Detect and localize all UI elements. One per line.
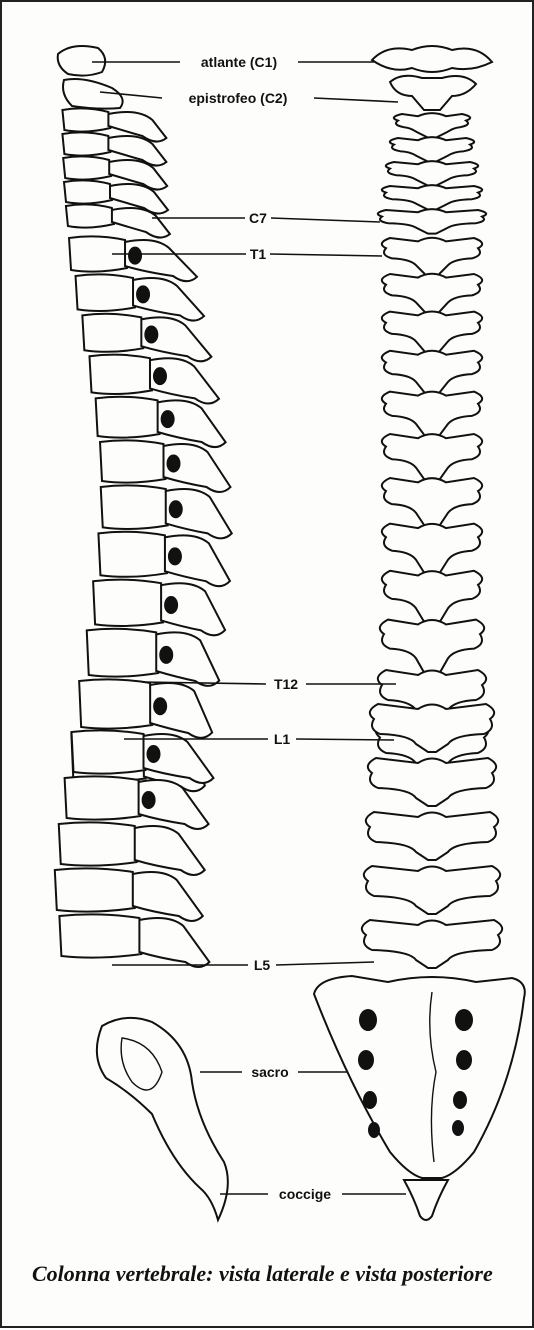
lateral-body-t4 bbox=[89, 355, 152, 394]
label-l5: L5 bbox=[254, 957, 271, 973]
label-atlas: atlante (C1) bbox=[201, 54, 277, 70]
label-coccyx: coccige bbox=[279, 1186, 331, 1202]
lateral-foramen-t1 bbox=[129, 248, 141, 264]
lateral-body-t10 bbox=[87, 629, 159, 677]
posterior-vertebra-l4 bbox=[364, 866, 500, 914]
sacral-foramen bbox=[457, 1051, 471, 1069]
sacrum-shape bbox=[314, 976, 525, 1178]
label-t12: T12 bbox=[274, 676, 298, 692]
lateral-foramen-l1 bbox=[148, 746, 160, 762]
posterior-vertebra-l3 bbox=[366, 812, 498, 860]
coccyx-shape-posterior bbox=[404, 1180, 448, 1220]
lateral-body-l2 bbox=[65, 776, 141, 819]
lateral-foramen-t6 bbox=[168, 455, 180, 471]
sacral-foramen bbox=[454, 1092, 466, 1108]
posterior-vertebra-t4 bbox=[382, 351, 482, 397]
lateral-body-l5 bbox=[59, 914, 141, 957]
lateral-body-t7 bbox=[101, 485, 168, 529]
leader-line-axis bbox=[314, 98, 398, 102]
lateral-body-c4 bbox=[62, 132, 110, 155]
lateral-body-t8 bbox=[98, 532, 166, 577]
lateral-body-l1 bbox=[72, 730, 146, 773]
sacrum-illustration bbox=[314, 976, 525, 1220]
lateral-body-c5 bbox=[63, 156, 111, 179]
leader-line-l5 bbox=[276, 962, 374, 965]
posterior-vertebra-t2 bbox=[382, 274, 482, 316]
lateral-body-t2 bbox=[76, 274, 136, 311]
lateral-foramen-t4 bbox=[154, 368, 166, 384]
lateral-sacrum bbox=[97, 1018, 228, 1220]
posterior-vertebra-t6 bbox=[382, 434, 482, 485]
posterior-vertebra-c3 bbox=[394, 113, 470, 138]
label-t1: T1 bbox=[250, 246, 267, 262]
figure-caption: Colonna vertebrale: vista laterale e vis… bbox=[32, 1260, 512, 1287]
lateral-body-t5 bbox=[96, 397, 160, 438]
posterior-vertebra-t1 bbox=[382, 238, 482, 278]
label-c7: C7 bbox=[249, 210, 267, 226]
posterior-atlas bbox=[372, 46, 492, 72]
lateral-body-c6 bbox=[64, 180, 112, 203]
posterior-vertebra-t3 bbox=[382, 311, 482, 355]
lateral-view bbox=[55, 46, 232, 1220]
leader-line-c7 bbox=[271, 218, 380, 222]
lateral-body-t3 bbox=[82, 314, 143, 352]
lateral-body-c3 bbox=[62, 108, 110, 131]
lateral-foramen-t7 bbox=[170, 501, 182, 517]
lateral-foramen-t9 bbox=[165, 597, 177, 613]
lateral-body-t6 bbox=[100, 440, 166, 482]
posterior-view bbox=[362, 46, 502, 968]
lateral-body-l4 bbox=[55, 868, 135, 911]
lateral-foramen-l2 bbox=[143, 792, 155, 808]
lateral-body-t9 bbox=[93, 580, 163, 626]
lateral-foramen-t2 bbox=[137, 286, 149, 302]
leader-line-t1 bbox=[270, 254, 382, 256]
lateral-foramen-t11 bbox=[154, 698, 166, 714]
lateral-body-t11 bbox=[79, 679, 152, 728]
lateral-process-l4 bbox=[133, 872, 203, 921]
posterior-vertebra-l5 bbox=[362, 920, 502, 968]
lateral-foramen-t10 bbox=[160, 647, 172, 663]
lateral-process-l3 bbox=[135, 826, 205, 875]
label-axis: epistrofeo (C2) bbox=[189, 90, 288, 106]
sacral-foramen bbox=[453, 1121, 463, 1135]
lateral-foramen-t5 bbox=[162, 411, 174, 427]
posterior-axis bbox=[390, 76, 476, 110]
posterior-vertebra-c5 bbox=[386, 161, 478, 186]
posterior-vertebra-c7 bbox=[378, 209, 486, 234]
sacral-foramen bbox=[364, 1092, 376, 1108]
sacral-foramen bbox=[360, 1010, 376, 1030]
sacral-foramen bbox=[369, 1123, 379, 1137]
lateral-body-c7 bbox=[66, 204, 114, 227]
label-l1: L1 bbox=[274, 731, 291, 747]
label-sacrum: sacro bbox=[251, 1064, 288, 1080]
lateral-foramen-t8 bbox=[169, 548, 181, 564]
sacral-foramen bbox=[359, 1051, 373, 1069]
sacral-foramen bbox=[456, 1010, 472, 1030]
lateral-foramen-t3 bbox=[145, 327, 157, 343]
leader-line-l1 bbox=[296, 739, 394, 740]
lateral-process-l5 bbox=[139, 918, 209, 967]
posterior-vertebra-l2 bbox=[368, 758, 496, 806]
lateral-atlas bbox=[58, 46, 105, 76]
posterior-vertebra-c6 bbox=[382, 185, 482, 210]
lateral-body-l3 bbox=[59, 822, 137, 865]
posterior-vertebra-c4 bbox=[390, 137, 474, 162]
posterior-vertebra-t5 bbox=[382, 392, 482, 440]
